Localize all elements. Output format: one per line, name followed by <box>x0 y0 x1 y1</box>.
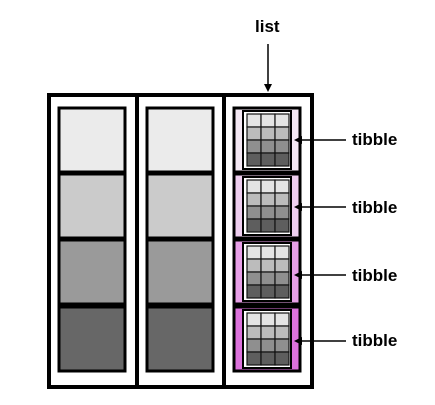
tibble-icon-cell <box>246 245 262 260</box>
tibble-icon-cell <box>274 152 290 167</box>
column-cell <box>145 305 215 373</box>
tibble-icon-cell <box>260 139 276 154</box>
tibble-icon-cell <box>274 284 290 299</box>
column-cell <box>57 106 127 174</box>
annotation-arrows <box>264 44 346 345</box>
tibble-icon-cell <box>260 205 276 220</box>
tibble-icon-cell <box>260 312 276 327</box>
tibble-icon <box>246 312 290 366</box>
tibble-icon-cell <box>260 245 276 260</box>
tibble-icon-cell <box>274 325 290 340</box>
tibble-icon <box>246 179 290 233</box>
column-2 <box>145 106 215 373</box>
tibble-icon-cell <box>246 139 262 154</box>
tibble-icon-cell <box>246 258 262 273</box>
tibble-icon-cell <box>260 218 276 233</box>
tibble-icon-cell <box>260 325 276 340</box>
tibble-icon-cell <box>246 113 262 128</box>
column-cell <box>145 238 215 306</box>
tibble-icon-cell <box>246 312 262 327</box>
tibble-icon-cell <box>246 271 262 286</box>
tibble-icon-cell <box>260 152 276 167</box>
tibble-icon-cell <box>260 192 276 207</box>
column-cell <box>57 305 127 373</box>
tibble-label-3: tibble <box>352 266 398 285</box>
tibble-icon-cell <box>274 113 290 128</box>
tibble-icon-cell <box>274 338 290 353</box>
data-frame-columns <box>47 93 314 389</box>
list-label: list <box>255 17 280 36</box>
tibble-icon-cell <box>246 152 262 167</box>
column-1 <box>57 106 127 373</box>
tibble-icon-cell <box>246 205 262 220</box>
tibble-icon-cell <box>274 179 290 194</box>
tibble-icon-cell <box>260 113 276 128</box>
tibble-icon-cell <box>274 351 290 366</box>
tibble-icon-cell <box>274 126 290 141</box>
tibble-icon-cell <box>260 284 276 299</box>
tibble-icon-cell <box>246 351 262 366</box>
tibble-icon-cell <box>260 258 276 273</box>
column-cell <box>57 172 127 240</box>
tibble-icon-cell <box>260 179 276 194</box>
tibble-icon-cell <box>246 325 262 340</box>
tibble-icon-cell <box>260 271 276 286</box>
tibble-label-2: tibble <box>352 198 398 217</box>
tibble-icon-cell <box>274 258 290 273</box>
column-cell <box>57 238 127 306</box>
tibble-icon-cell <box>246 284 262 299</box>
tibble-icon-cell <box>260 351 276 366</box>
tibble-icon-cell <box>246 126 262 141</box>
tibble-icon-cell <box>246 179 262 194</box>
column-cell <box>145 172 215 240</box>
tibble-icon-cell <box>260 126 276 141</box>
tibble-icon <box>246 113 290 167</box>
tibble-icon-cell <box>246 218 262 233</box>
tibble-icon-cell <box>274 271 290 286</box>
tibble-icon-cell <box>274 218 290 233</box>
tibble-icon-cell <box>274 192 290 207</box>
tibble-icon <box>246 245 290 299</box>
tibble-icon-cell <box>274 139 290 154</box>
tibble-icon-cell <box>260 338 276 353</box>
tibble-icon-cell <box>246 338 262 353</box>
list-column <box>232 106 302 373</box>
tibble-icon-cell <box>274 245 290 260</box>
column-cell <box>145 106 215 174</box>
tibble-icon-cell <box>246 192 262 207</box>
tibble-label-1: tibble <box>352 130 398 149</box>
tibble-icon-cell <box>274 205 290 220</box>
tibble-label-4: tibble <box>352 331 398 350</box>
tibble-icon-cell <box>274 312 290 327</box>
